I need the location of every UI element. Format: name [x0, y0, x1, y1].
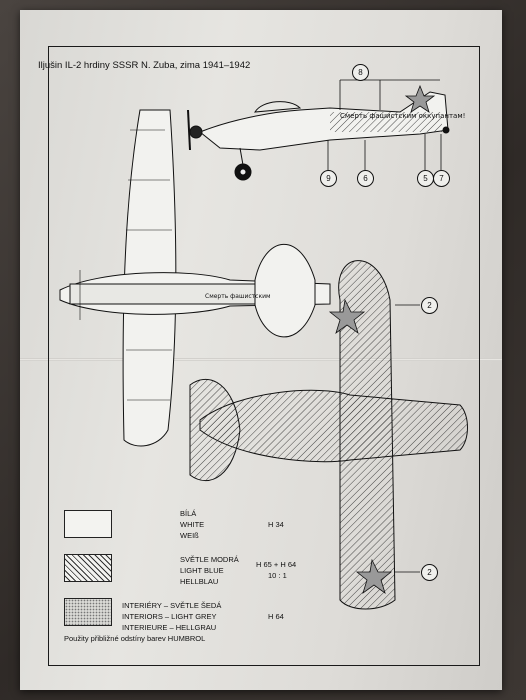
legend-interior-cz: INTERIÉRY – SVĚTLE ŠEDÁ — [122, 601, 222, 610]
page-fold — [20, 358, 502, 361]
legend-lightblue-de: HELLBLAU — [180, 577, 219, 586]
sheet-frame — [48, 46, 480, 666]
legend-interior-code: H 64 — [268, 612, 284, 621]
paint-footnote: Použity přibližné odstíny barev HUMBROL — [64, 634, 206, 643]
callout-8: 8 — [352, 64, 369, 81]
legend-white-de: WEIß — [180, 531, 199, 540]
legend-interior-de: INTERIEURE – HELLGRAU — [122, 623, 217, 632]
bottom-view — [189, 260, 468, 610]
legend-lightblue-cz: SVĚTLE MODRÁ — [180, 555, 239, 564]
sheet-title: Iljušin IL-2 hrdiny SSSR N. Zuba, zima 1… — [38, 60, 251, 71]
side-view: Смерть фашистским оккупантам! — [187, 79, 465, 181]
callout-9: 9 — [320, 170, 337, 187]
top-slogan: Смерть фашистским — [205, 293, 271, 300]
callout-7: 7 — [433, 170, 450, 187]
legend-white-code: H 34 — [268, 520, 284, 529]
callout-6: 6 — [357, 170, 374, 187]
legend-interior-swatch — [64, 598, 112, 626]
legend-white-en: WHITE — [180, 520, 205, 529]
legend-white-cz: BÍLÁ — [180, 509, 197, 518]
callout-2-bottom: 2 — [421, 564, 438, 581]
legend-lightblue-ratio: 10 : 1 — [268, 571, 287, 580]
callout-2-top: 2 — [421, 297, 438, 314]
top-view: Смерть фашистским — [59, 109, 331, 447]
legend-white-swatch — [64, 510, 112, 538]
legend-lightblue-code: H 65 + H 64 — [256, 560, 297, 569]
legend-lightblue-en: LIGHT BLUE — [180, 566, 224, 575]
callout-5: 5 — [417, 170, 434, 187]
side-slogan: Смерть фашистским оккупантам! — [340, 112, 465, 120]
legend-interior-en: INTERIORS – LIGHT GREY — [122, 612, 217, 621]
legend-lightblue-swatch — [64, 554, 112, 582]
